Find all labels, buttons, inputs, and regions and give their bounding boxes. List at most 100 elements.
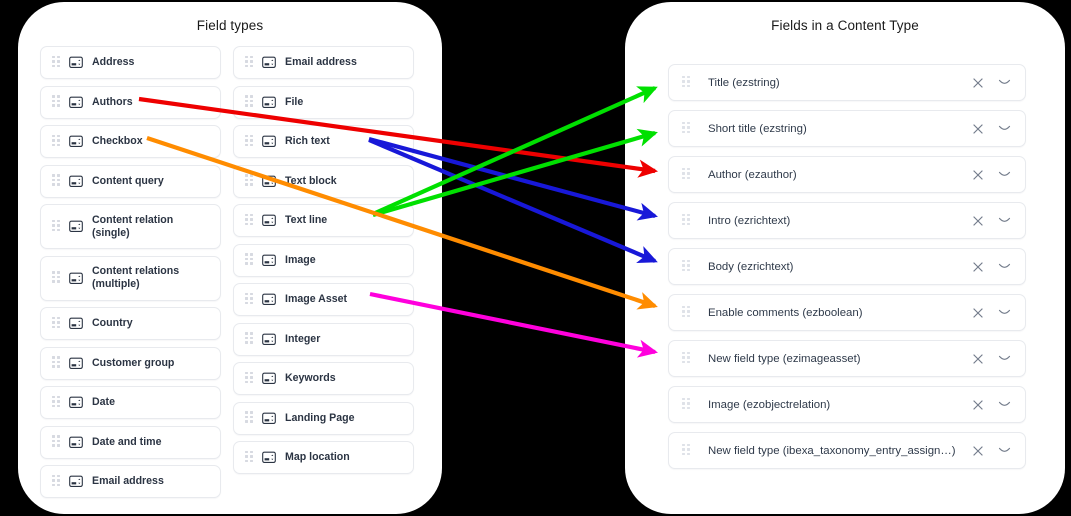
field-type-icon: [69, 475, 83, 488]
field-type-label: Landing Page: [285, 411, 355, 424]
field-type-item[interactable]: Email address: [40, 465, 221, 498]
content-type-field-row[interactable]: New field type (ezimageasset): [668, 340, 1026, 377]
drag-handle-icon[interactable]: [52, 134, 61, 149]
content-type-field-label: Image (ezobjectrelation): [708, 398, 831, 411]
drag-handle-icon[interactable]: [245, 134, 254, 149]
chevron-down-icon[interactable]: [993, 256, 1015, 278]
content-type-field-row[interactable]: Short title (ezstring): [668, 110, 1026, 147]
field-type-item[interactable]: Email address: [233, 46, 414, 79]
close-icon[interactable]: [967, 348, 989, 370]
field-type-item[interactable]: Date and time: [40, 425, 221, 459]
field-type-item[interactable]: Text line: [233, 204, 414, 237]
chevron-down-icon[interactable]: [993, 348, 1015, 370]
field-type-item[interactable]: Text block: [233, 164, 414, 198]
field-type-icon: [262, 412, 276, 425]
field-type-item[interactable]: Checkbox: [40, 125, 221, 158]
drag-handle-icon[interactable]: [52, 219, 61, 234]
field-type-item[interactable]: Customer group: [40, 346, 221, 380]
drag-handle-icon[interactable]: [245, 371, 254, 386]
content-type-field-row[interactable]: New field type (ibexa_taxonomy_entry_ass…: [668, 432, 1026, 469]
content-type-field-label: Enable comments (ezboolean): [708, 306, 863, 319]
drag-handle-icon[interactable]: [682, 397, 691, 412]
close-icon[interactable]: [967, 256, 989, 278]
drag-handle-icon[interactable]: [682, 121, 691, 136]
chevron-down-icon[interactable]: [993, 394, 1015, 416]
field-type-item[interactable]: Content query: [40, 164, 221, 198]
close-icon[interactable]: [967, 72, 989, 94]
drag-handle-icon[interactable]: [245, 253, 254, 267]
field-type-icon: [262, 56, 276, 69]
close-icon[interactable]: [967, 118, 989, 140]
field-type-label: Date: [92, 396, 115, 408]
drag-handle-icon[interactable]: [682, 213, 691, 228]
close-icon[interactable]: [967, 210, 989, 232]
drag-handle-icon[interactable]: [52, 435, 61, 449]
field-type-label: Keywords: [285, 372, 336, 384]
field-type-label: Image Asset: [285, 293, 348, 305]
drag-handle-icon[interactable]: [245, 95, 254, 109]
chevron-down-icon[interactable]: [993, 164, 1015, 186]
field-type-label: Country: [92, 317, 133, 329]
close-icon[interactable]: [967, 302, 989, 324]
field-type-label: Map location: [285, 451, 350, 463]
field-type-label: Text block: [285, 174, 337, 187]
drag-handle-icon[interactable]: [52, 395, 61, 410]
drag-handle-icon[interactable]: [52, 95, 61, 109]
drag-handle-icon[interactable]: [245, 450, 254, 465]
field-type-item[interactable]: Image: [233, 243, 414, 277]
field-type-item[interactable]: Country: [40, 307, 221, 340]
drag-handle-icon[interactable]: [682, 351, 691, 366]
field-type-label: Rich text: [285, 135, 330, 147]
close-icon[interactable]: [967, 440, 989, 462]
drag-handle-icon[interactable]: [245, 332, 254, 346]
content-type-fields-panel: Fields in a Content Type Title (ezstring…: [625, 2, 1065, 514]
field-type-label: Email address: [285, 56, 357, 68]
content-type-field-row[interactable]: Image (ezobjectrelation): [668, 386, 1026, 423]
drag-handle-icon[interactable]: [245, 292, 254, 307]
content-type-field-row[interactable]: Author (ezauthor): [668, 156, 1026, 193]
field-type-icon: [262, 372, 276, 385]
field-type-item[interactable]: Authors: [40, 85, 221, 119]
field-type-item[interactable]: Map location: [233, 441, 414, 474]
drag-handle-icon[interactable]: [245, 55, 254, 70]
drag-handle-icon[interactable]: [682, 75, 691, 90]
field-type-label: Checkbox: [92, 135, 143, 147]
drag-handle-icon[interactable]: [52, 356, 61, 370]
drag-handle-icon[interactable]: [52, 174, 61, 188]
drag-handle-icon[interactable]: [245, 174, 254, 188]
close-icon[interactable]: [967, 394, 989, 416]
content-type-field-label: Intro (ezrichtext): [708, 214, 791, 227]
close-icon[interactable]: [967, 164, 989, 186]
drag-handle-icon[interactable]: [245, 411, 254, 425]
field-type-item[interactable]: Image Asset: [233, 283, 414, 316]
chevron-down-icon[interactable]: [993, 302, 1015, 324]
drag-handle-icon[interactable]: [52, 55, 61, 70]
field-type-item[interactable]: File: [233, 85, 414, 119]
field-type-item[interactable]: Integer: [233, 322, 414, 356]
drag-handle-icon[interactable]: [245, 213, 254, 228]
drag-handle-icon[interactable]: [52, 474, 61, 489]
content-type-field-row[interactable]: Body (ezrichtext): [668, 248, 1026, 285]
field-type-item[interactable]: Date: [40, 386, 221, 419]
content-type-field-row[interactable]: Enable comments (ezboolean): [668, 294, 1026, 331]
chevron-down-icon[interactable]: [993, 210, 1015, 232]
field-type-item[interactable]: Rich text: [233, 125, 414, 158]
field-type-item[interactable]: Content relations (multiple): [40, 255, 221, 301]
drag-handle-icon[interactable]: [52, 271, 61, 285]
field-type-item[interactable]: Address: [40, 46, 221, 79]
drag-handle-icon[interactable]: [682, 305, 691, 320]
chevron-down-icon[interactable]: [993, 440, 1015, 462]
field-type-item[interactable]: Keywords: [233, 362, 414, 395]
drag-handle-icon[interactable]: [682, 167, 691, 182]
drag-handle-icon[interactable]: [682, 259, 691, 274]
drag-handle-icon[interactable]: [52, 316, 61, 331]
content-type-field-row[interactable]: Title (ezstring): [668, 64, 1026, 101]
chevron-down-icon[interactable]: [993, 118, 1015, 140]
field-type-label: Content relations (multiple): [92, 265, 180, 290]
content-type-field-row[interactable]: Intro (ezrichtext): [668, 202, 1026, 239]
field-type-item[interactable]: Landing Page: [233, 401, 414, 435]
field-type-item[interactable]: Content relation (single): [40, 204, 221, 249]
drag-handle-icon[interactable]: [682, 443, 691, 458]
chevron-down-icon[interactable]: [993, 72, 1015, 94]
